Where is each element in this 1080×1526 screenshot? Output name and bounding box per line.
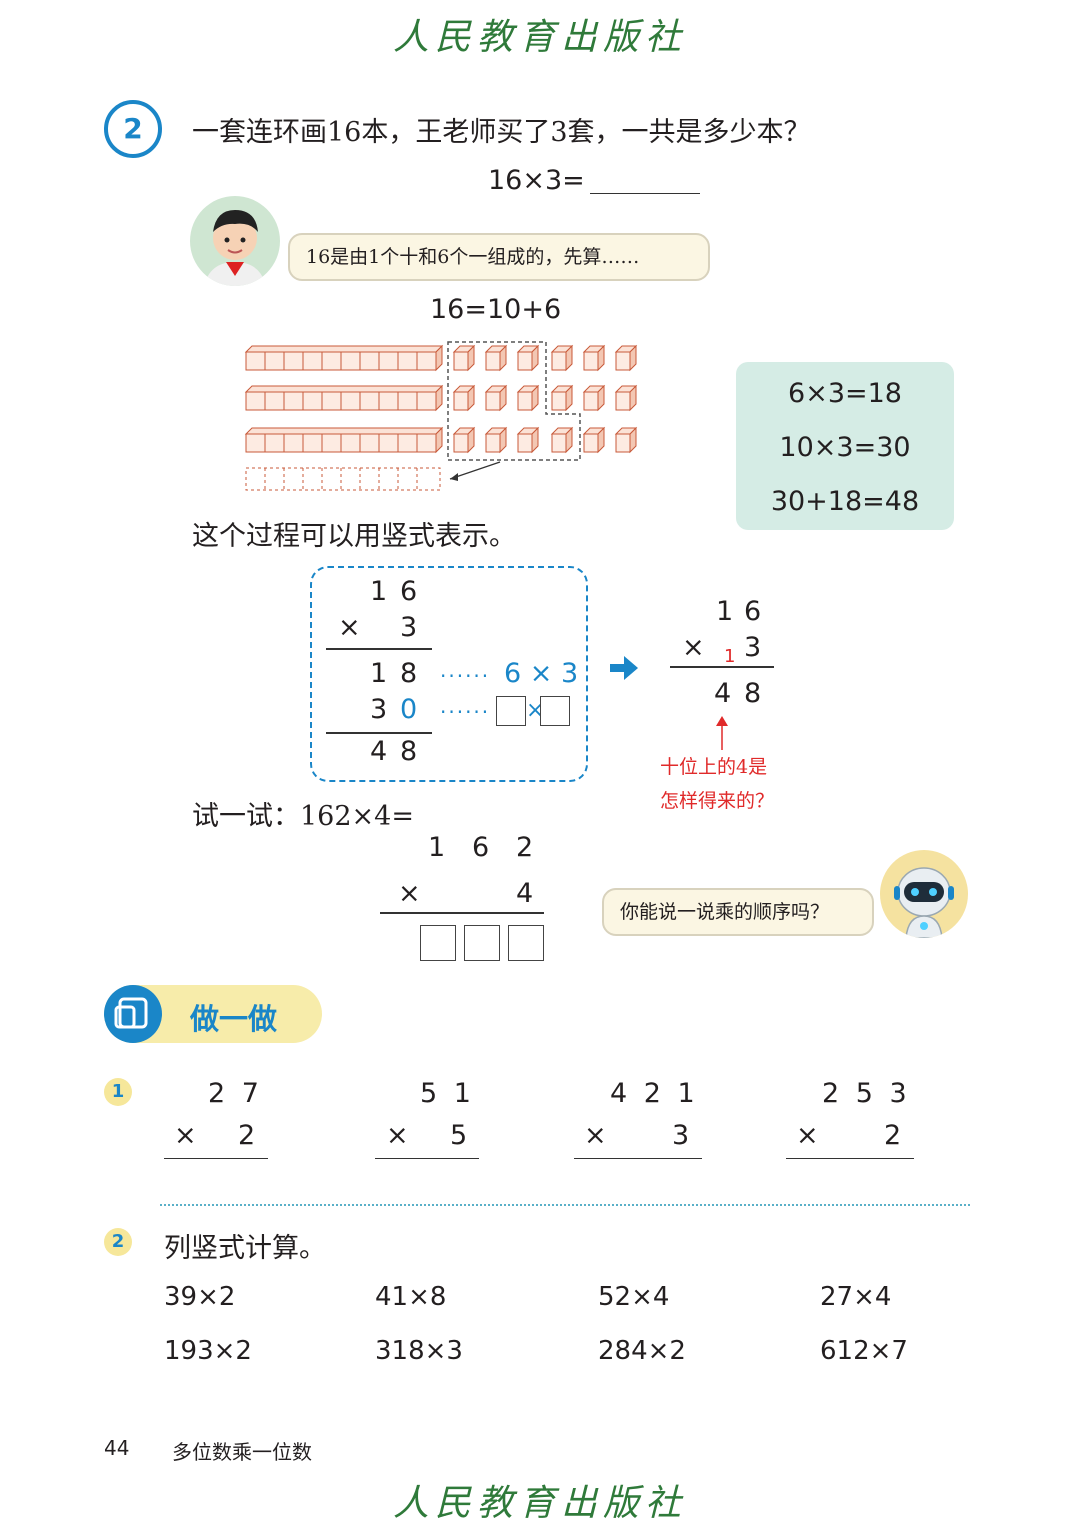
va-res-tens: 4 <box>370 736 388 767</box>
q2-item: 41×8 <box>375 1282 447 1312</box>
red-question-2: 怎样得来的？ <box>660 790 775 812</box>
calc-line-1: 6×3=18 <box>788 378 902 409</box>
section-divider <box>160 1204 970 1206</box>
vertical-calc-expanded <box>310 566 588 782</box>
try-answer-box-1[interactable] <box>420 925 456 961</box>
problem-equation: 16×3= <box>488 165 585 196</box>
try-top-hundreds: 1 <box>428 832 446 863</box>
try-answer-box-3[interactable] <box>508 925 544 961</box>
q1c-line <box>574 1158 702 1159</box>
boy-avatar <box>190 196 280 286</box>
q1d-line <box>786 1158 914 1159</box>
robot-avatar <box>880 850 968 938</box>
chapter-title: 多位数乘一位数 <box>172 1440 312 1464</box>
vb-top-ones: 6 <box>744 596 762 627</box>
vb-times-sign: × <box>682 632 705 663</box>
q1d-op: × <box>796 1120 819 1151</box>
problem-number: 2 <box>104 100 162 158</box>
q1a-line <box>164 1158 268 1159</box>
q1d-top: 2 5 3 <box>822 1078 911 1109</box>
try-multiplier: 4 <box>516 878 534 909</box>
q1c-op: × <box>584 1120 607 1151</box>
practice-icon <box>104 985 162 1043</box>
q1b-mult: 5 <box>450 1120 468 1151</box>
q2-item: 318×3 <box>375 1336 463 1366</box>
problem-question: 一套连环画16本，王老师买了3套，一共是多少本？ <box>192 117 811 148</box>
va-line-2 <box>326 732 432 734</box>
base-ten-blocks <box>245 341 637 491</box>
red-up-arrow-icon <box>716 716 728 750</box>
q2-item: 612×7 <box>820 1336 908 1366</box>
red-question-1: 十位上的4是 <box>660 756 768 778</box>
q1a-mult: 2 <box>238 1120 256 1151</box>
try-top-tens: 6 <box>472 832 490 863</box>
practice-q2-badge: 2 <box>104 1228 132 1256</box>
q2-item: 52×4 <box>598 1282 670 1312</box>
try-answer-box-2[interactable] <box>464 925 500 961</box>
publisher-logo-footer: 人民教育出版社 <box>392 1483 687 1524</box>
va-answer-box-1[interactable] <box>496 696 526 726</box>
va-multiplier: 3 <box>400 612 418 643</box>
va-top-tens: 1 <box>370 576 388 607</box>
vb-carry: 1 <box>724 646 736 667</box>
publisher-logo: 人民教育出版社 <box>392 17 687 58</box>
practice-q1-badge: 1 <box>104 1078 132 1106</box>
va-times-sign: × <box>338 612 361 643</box>
q1b-op: × <box>386 1120 409 1151</box>
calc-line-3: 30+18=48 <box>770 486 920 517</box>
va-r2-ones: 0 <box>400 694 418 725</box>
vb-res-ones: 8 <box>744 678 762 709</box>
q1d-mult: 2 <box>884 1120 902 1151</box>
try-line <box>380 912 544 914</box>
va-line-1 <box>326 648 432 650</box>
vb-res-tens: 4 <box>714 678 732 709</box>
q2-item: 193×2 <box>164 1336 252 1366</box>
q2-item: 39×2 <box>164 1282 236 1312</box>
practice-q2-title: 列竖式计算。 <box>164 1233 326 1264</box>
va-r1-ones: 8 <box>400 658 418 689</box>
q1b-line <box>375 1158 479 1159</box>
practice-title: 做一做 <box>190 1002 278 1036</box>
va-r1-note: 6 × 3 <box>504 658 579 689</box>
vb-line <box>670 666 774 668</box>
va-res-ones: 8 <box>400 736 418 767</box>
va-r1-dots: ······ <box>440 664 491 688</box>
va-r1-tens: 1 <box>370 658 388 689</box>
va-r2-tens: 3 <box>370 694 388 725</box>
calc-line-2: 10×3=30 <box>779 432 911 463</box>
q1a-top: 2 7 <box>208 1078 263 1109</box>
process-caption: 这个过程可以用竖式表示。 <box>192 521 516 552</box>
vb-multiplier: 3 <box>744 632 762 663</box>
try-times-sign: × <box>398 878 421 909</box>
right-arrow-icon <box>610 656 638 680</box>
answer-blank[interactable] <box>590 193 700 194</box>
va-top-ones: 6 <box>400 576 418 607</box>
q2-item: 284×2 <box>598 1336 686 1366</box>
q1c-mult: 3 <box>672 1120 690 1151</box>
robot-speech-bubble: 你能说一说乘的顺序吗？ <box>602 888 874 936</box>
va-answer-box-2[interactable] <box>540 696 570 726</box>
vb-top-tens: 1 <box>716 596 734 627</box>
q1a-op: × <box>174 1120 197 1151</box>
calculation-panel: 6×3=18 10×3=30 30+18=48 <box>736 362 954 530</box>
q1c-top: 4 2 1 <box>610 1078 699 1109</box>
try-top-ones: 2 <box>516 832 534 863</box>
q1b-top: 5 1 <box>420 1078 475 1109</box>
va-r2-times: × <box>526 698 545 723</box>
try-label: 试一试：162×4= <box>192 801 414 832</box>
page-number: 44 <box>104 1436 130 1460</box>
decomposition: 16=10+6 <box>430 294 562 325</box>
va-r2-dots: ······ <box>440 700 491 724</box>
boy-speech-bubble: 16是由1个十和6个一组成的，先算…… <box>288 233 710 281</box>
q2-item: 27×4 <box>820 1282 892 1312</box>
